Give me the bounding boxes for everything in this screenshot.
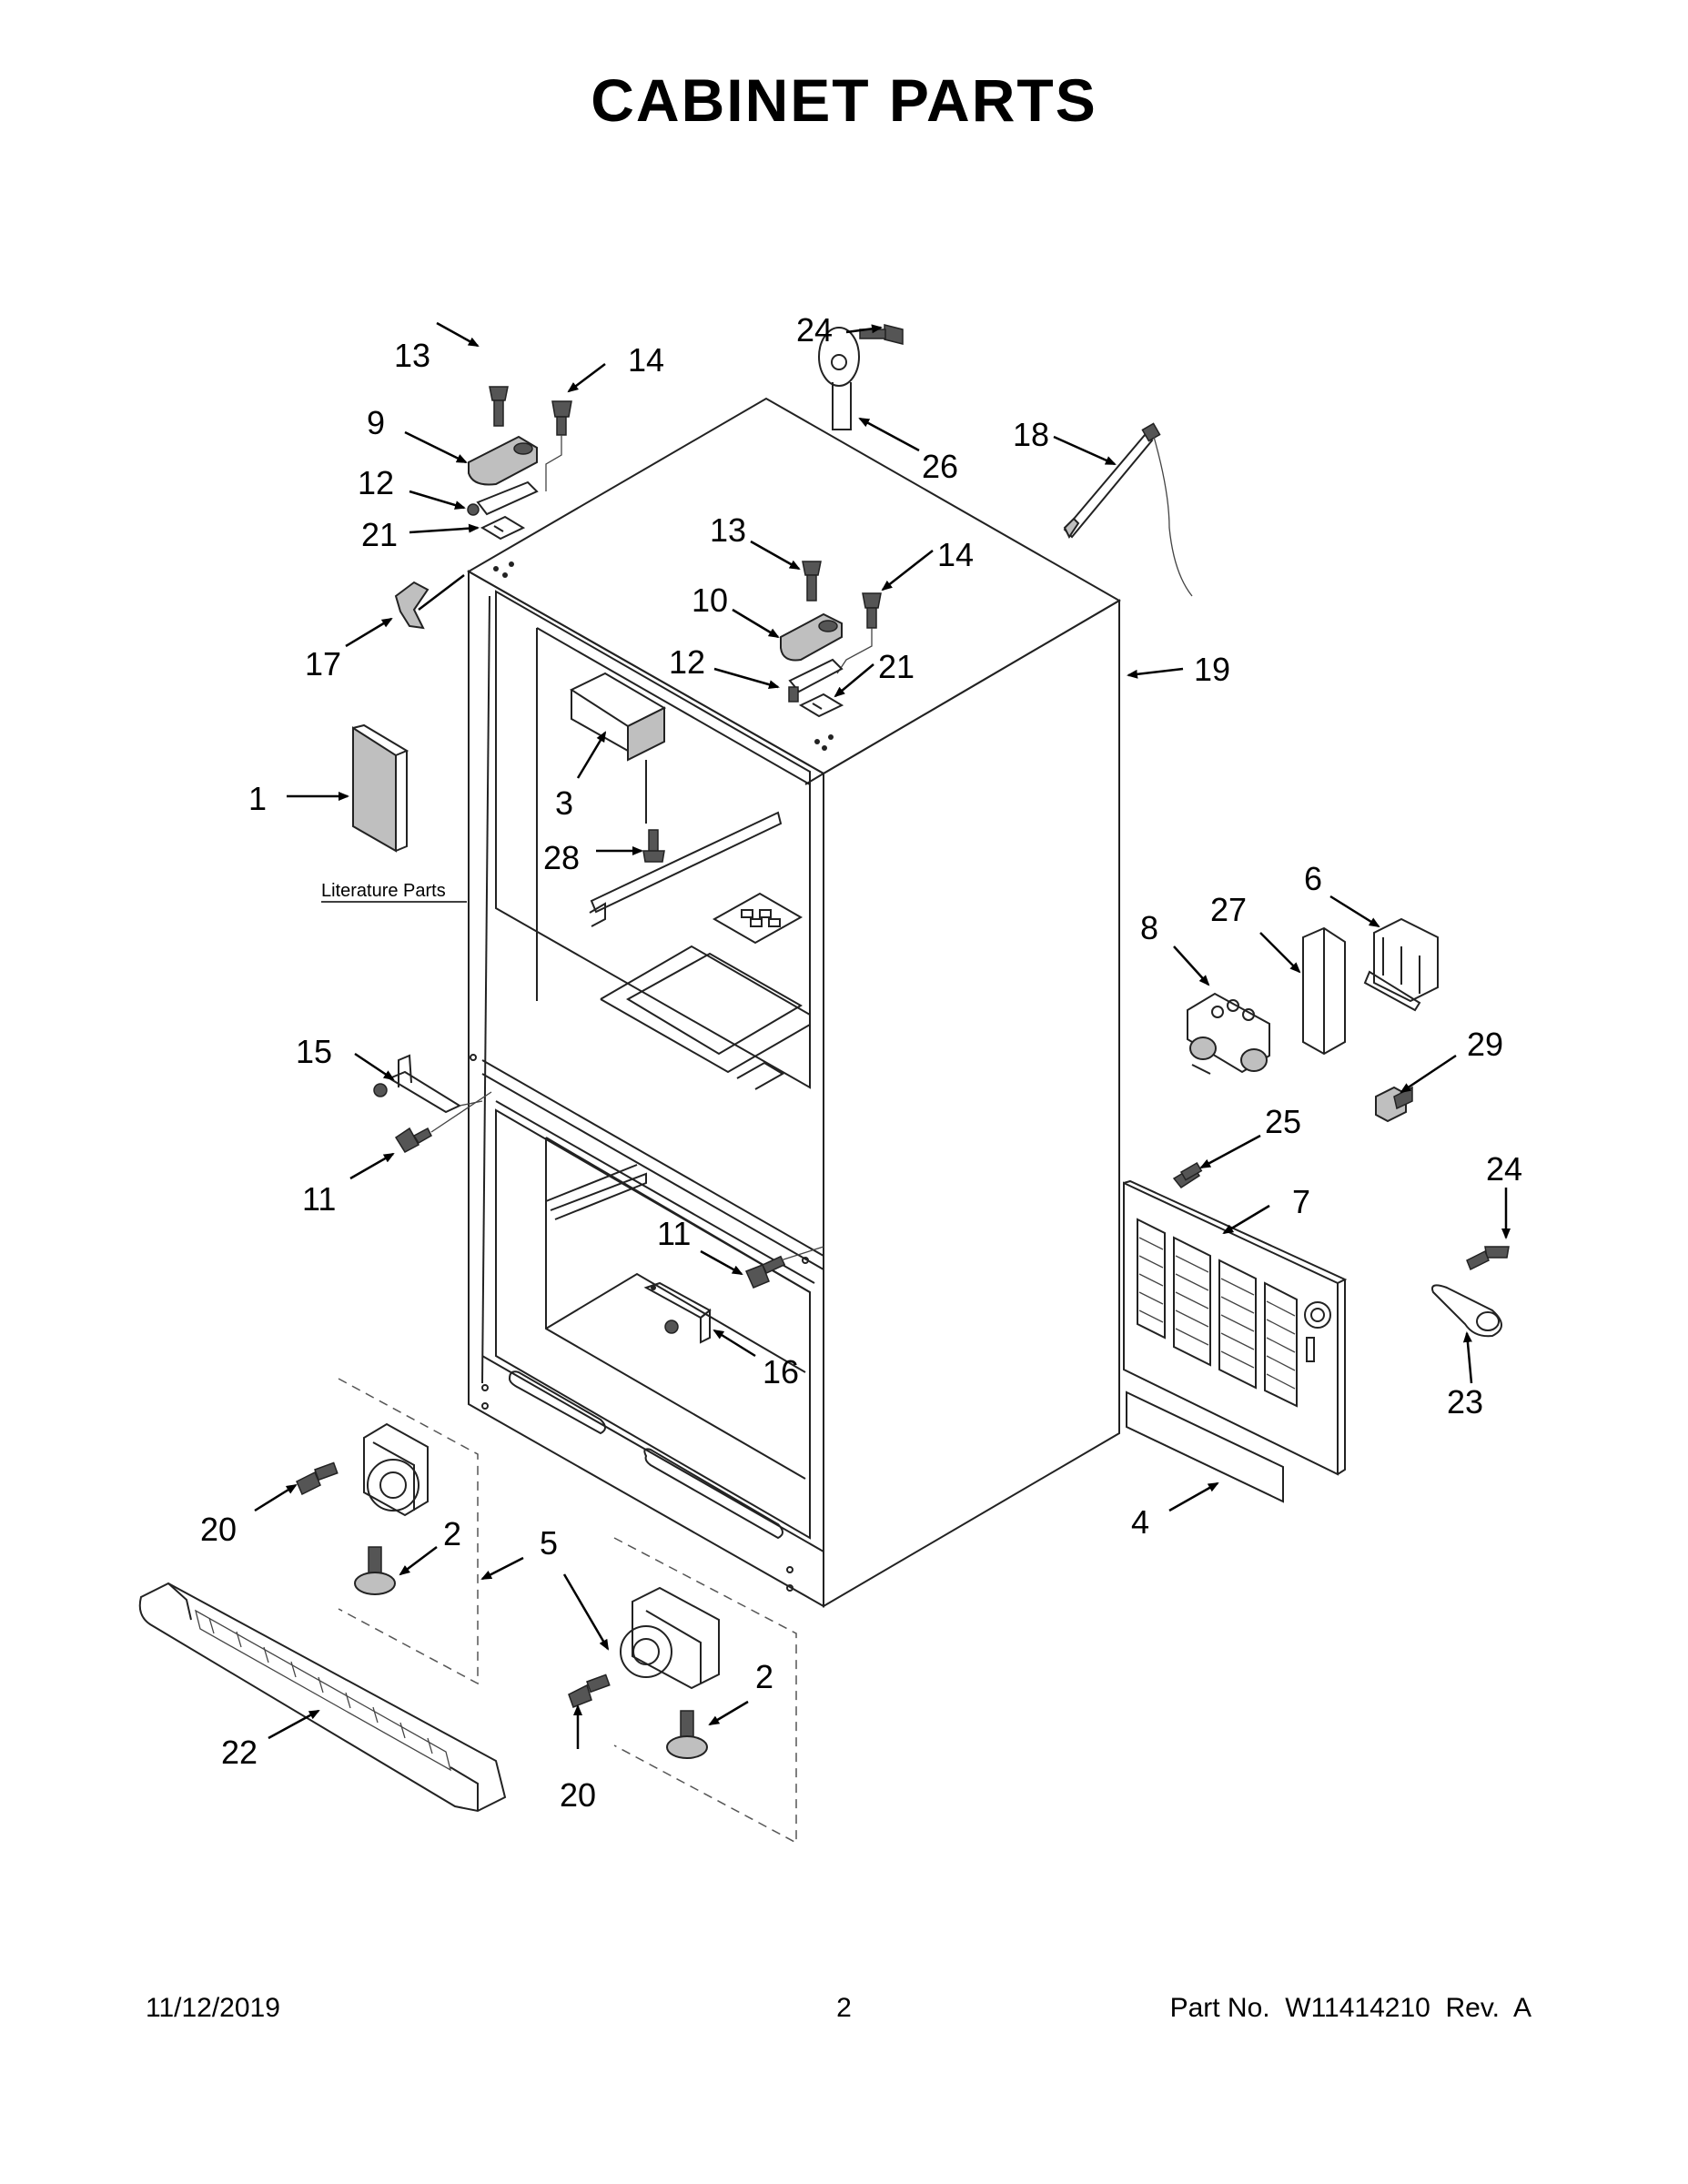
hinge-16 <box>643 1281 712 1344</box>
callout-22: 22 <box>221 1734 258 1771</box>
rear-panel-7 <box>1123 1179 1348 1503</box>
callout-12-left: 12 <box>358 464 394 501</box>
callout-18: 18 <box>1013 416 1049 453</box>
screw-11-left <box>394 1091 492 1153</box>
page-title: CABINET PARTS <box>591 66 1097 134</box>
toe-grille-22 <box>138 1582 507 1813</box>
callout-14-left: 14 <box>628 341 664 379</box>
callout-25: 25 <box>1265 1103 1301 1140</box>
callout-7: 7 <box>1292 1183 1310 1220</box>
light-housing-part <box>569 672 667 824</box>
callout-13-left: 13 <box>394 337 430 374</box>
top-mount-dots <box>493 561 834 751</box>
callout-labels: 13 14 9 12 21 17 1 3 28 24 26 18 13 14 1… <box>200 311 1522 1814</box>
hinge-12-left <box>467 480 539 516</box>
screw-24-right <box>1466 1246 1510 1271</box>
hinge-screws-left <box>489 386 572 491</box>
callout-2-right: 2 <box>755 1658 773 1695</box>
callout-13-right: 13 <box>710 511 746 549</box>
clamp-23 <box>1431 1284 1502 1338</box>
callout-16: 16 <box>763 1353 799 1390</box>
callout-24-right: 24 <box>1486 1150 1522 1188</box>
hinge-12-right <box>788 658 844 703</box>
tube-18 <box>1063 422 1193 597</box>
callout-20-right: 20 <box>560 1776 596 1814</box>
callout-12-right: 12 <box>669 643 705 681</box>
callout-5: 5 <box>540 1524 558 1562</box>
callout-2-left: 2 <box>443 1515 461 1552</box>
footer-part-number: Part No. W11414210 Rev. A <box>1169 1993 1531 2023</box>
hinge-screws-right <box>802 561 882 674</box>
leader-arrows <box>254 321 1511 1749</box>
callout-27: 27 <box>1210 891 1247 928</box>
footer-page-number: 2 <box>836 1993 852 2023</box>
cabinet-body <box>466 397 1121 1608</box>
literature-parts-label: Literature Parts <box>321 881 446 901</box>
callout-11-left: 11 <box>302 1180 336 1218</box>
callout-24-top: 24 <box>796 311 833 349</box>
callout-1: 1 <box>248 780 267 817</box>
screw-11-mid <box>744 1246 824 1289</box>
callout-6: 6 <box>1304 860 1322 897</box>
clip-17 <box>394 581 430 630</box>
callout-26: 26 <box>922 448 958 485</box>
leveling-leg-right <box>568 1537 797 1845</box>
callout-9: 9 <box>367 404 385 441</box>
callout-21-right: 21 <box>878 648 915 685</box>
hinge-15 <box>373 1054 483 1114</box>
callout-21-left: 21 <box>361 516 398 553</box>
shim-21-left <box>480 515 526 541</box>
callout-23: 23 <box>1447 1383 1483 1421</box>
leveling-leg-left <box>296 1378 479 1685</box>
bracket-6 <box>1363 917 1439 1012</box>
louver-grid <box>1137 1218 1298 1408</box>
shim-21-right <box>798 693 844 718</box>
callout-4: 4 <box>1131 1503 1149 1541</box>
duct-27 <box>1302 926 1346 1056</box>
callout-11-mid: 11 <box>657 1215 691 1252</box>
callout-28: 28 <box>543 839 580 876</box>
footer-date: 11/12/2019 <box>146 1993 280 2023</box>
hinge-cover-9 <box>468 435 538 486</box>
valve-8 <box>1187 992 1270 1075</box>
callout-8: 8 <box>1140 909 1158 946</box>
top-hinge-26 <box>818 324 904 430</box>
connector-29 <box>1375 1086 1413 1123</box>
callout-14-right: 14 <box>937 536 974 573</box>
hinge-cover-10 <box>780 612 843 662</box>
callout-15: 15 <box>296 1033 332 1070</box>
callout-17: 17 <box>305 645 341 682</box>
callout-29: 29 <box>1467 1026 1503 1063</box>
screw-25 <box>1172 1161 1203 1188</box>
literature-part <box>352 723 409 853</box>
callout-20-left: 20 <box>200 1511 237 1548</box>
screw-28 <box>642 829 665 863</box>
callout-19: 19 <box>1194 651 1230 688</box>
callout-3: 3 <box>555 784 573 822</box>
callout-10: 10 <box>692 581 728 619</box>
